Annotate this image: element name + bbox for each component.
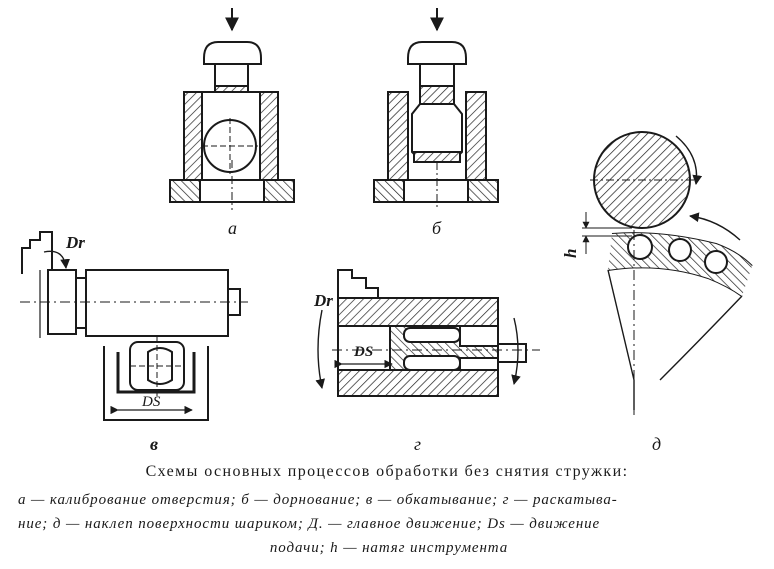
disk-wheel-inner (607, 266, 743, 297)
mandrel-bottom (413, 151, 461, 163)
scheme-d (582, 131, 753, 415)
process-schemes-diagram: а б Dr DS в (20, 8, 753, 454)
wheel-rotation-arrow (689, 212, 741, 241)
punch-head (407, 41, 467, 65)
scheme-a (169, 8, 295, 210)
spindle (497, 343, 527, 363)
label-dr-v: Dr (65, 233, 85, 252)
label-ds-v: DS (141, 394, 161, 410)
label-v: в (150, 434, 158, 454)
label-dr-g: Dr (313, 291, 333, 310)
caption-title: Схемы основных процессов обработки без с… (145, 463, 629, 480)
punch-stem (214, 63, 249, 87)
caption-body: а — калибрование отверстия; б — дорнован… (18, 488, 760, 560)
ball-2 (668, 238, 692, 262)
scheme-g (315, 269, 540, 397)
roller-fork (116, 352, 196, 394)
shaft-collar (75, 277, 87, 329)
ball-3 (704, 250, 728, 274)
scheme-v (20, 231, 248, 421)
rotation-arrow (43, 250, 70, 269)
die-right-wall (465, 91, 487, 181)
scheme-b (373, 8, 499, 210)
rotation-arrow (675, 135, 703, 185)
die-left-wall (387, 91, 409, 181)
rotation-arrow-right (511, 317, 521, 385)
label-ds-g: DS (353, 344, 373, 360)
caption-line-3: подачи; h — натяг инструмента (269, 540, 509, 556)
caption-line-1: а — калибрование отверстия; б — дорнован… (18, 492, 618, 508)
label-h: h (561, 249, 580, 258)
label-d: д (652, 434, 661, 454)
shaft (85, 269, 229, 337)
upper-roller (403, 327, 461, 343)
chuck-jaws (21, 231, 53, 274)
peening-ball (627, 234, 653, 260)
punch-stem (419, 63, 455, 87)
label-b: б (432, 218, 442, 238)
die-left-wall (183, 91, 203, 181)
label-a: а (228, 218, 237, 238)
wheel-body (607, 269, 635, 410)
punch-head (203, 41, 262, 65)
chuck-steps (337, 269, 379, 298)
label-g: г (414, 434, 421, 454)
die-right-wall (259, 91, 279, 181)
rotation-arrow-left (315, 309, 325, 389)
mandrel-top (419, 85, 455, 105)
caption-line-2: ние; д — наклеп поверхности шариком; Д. … (18, 516, 601, 532)
lower-roller (403, 355, 461, 371)
